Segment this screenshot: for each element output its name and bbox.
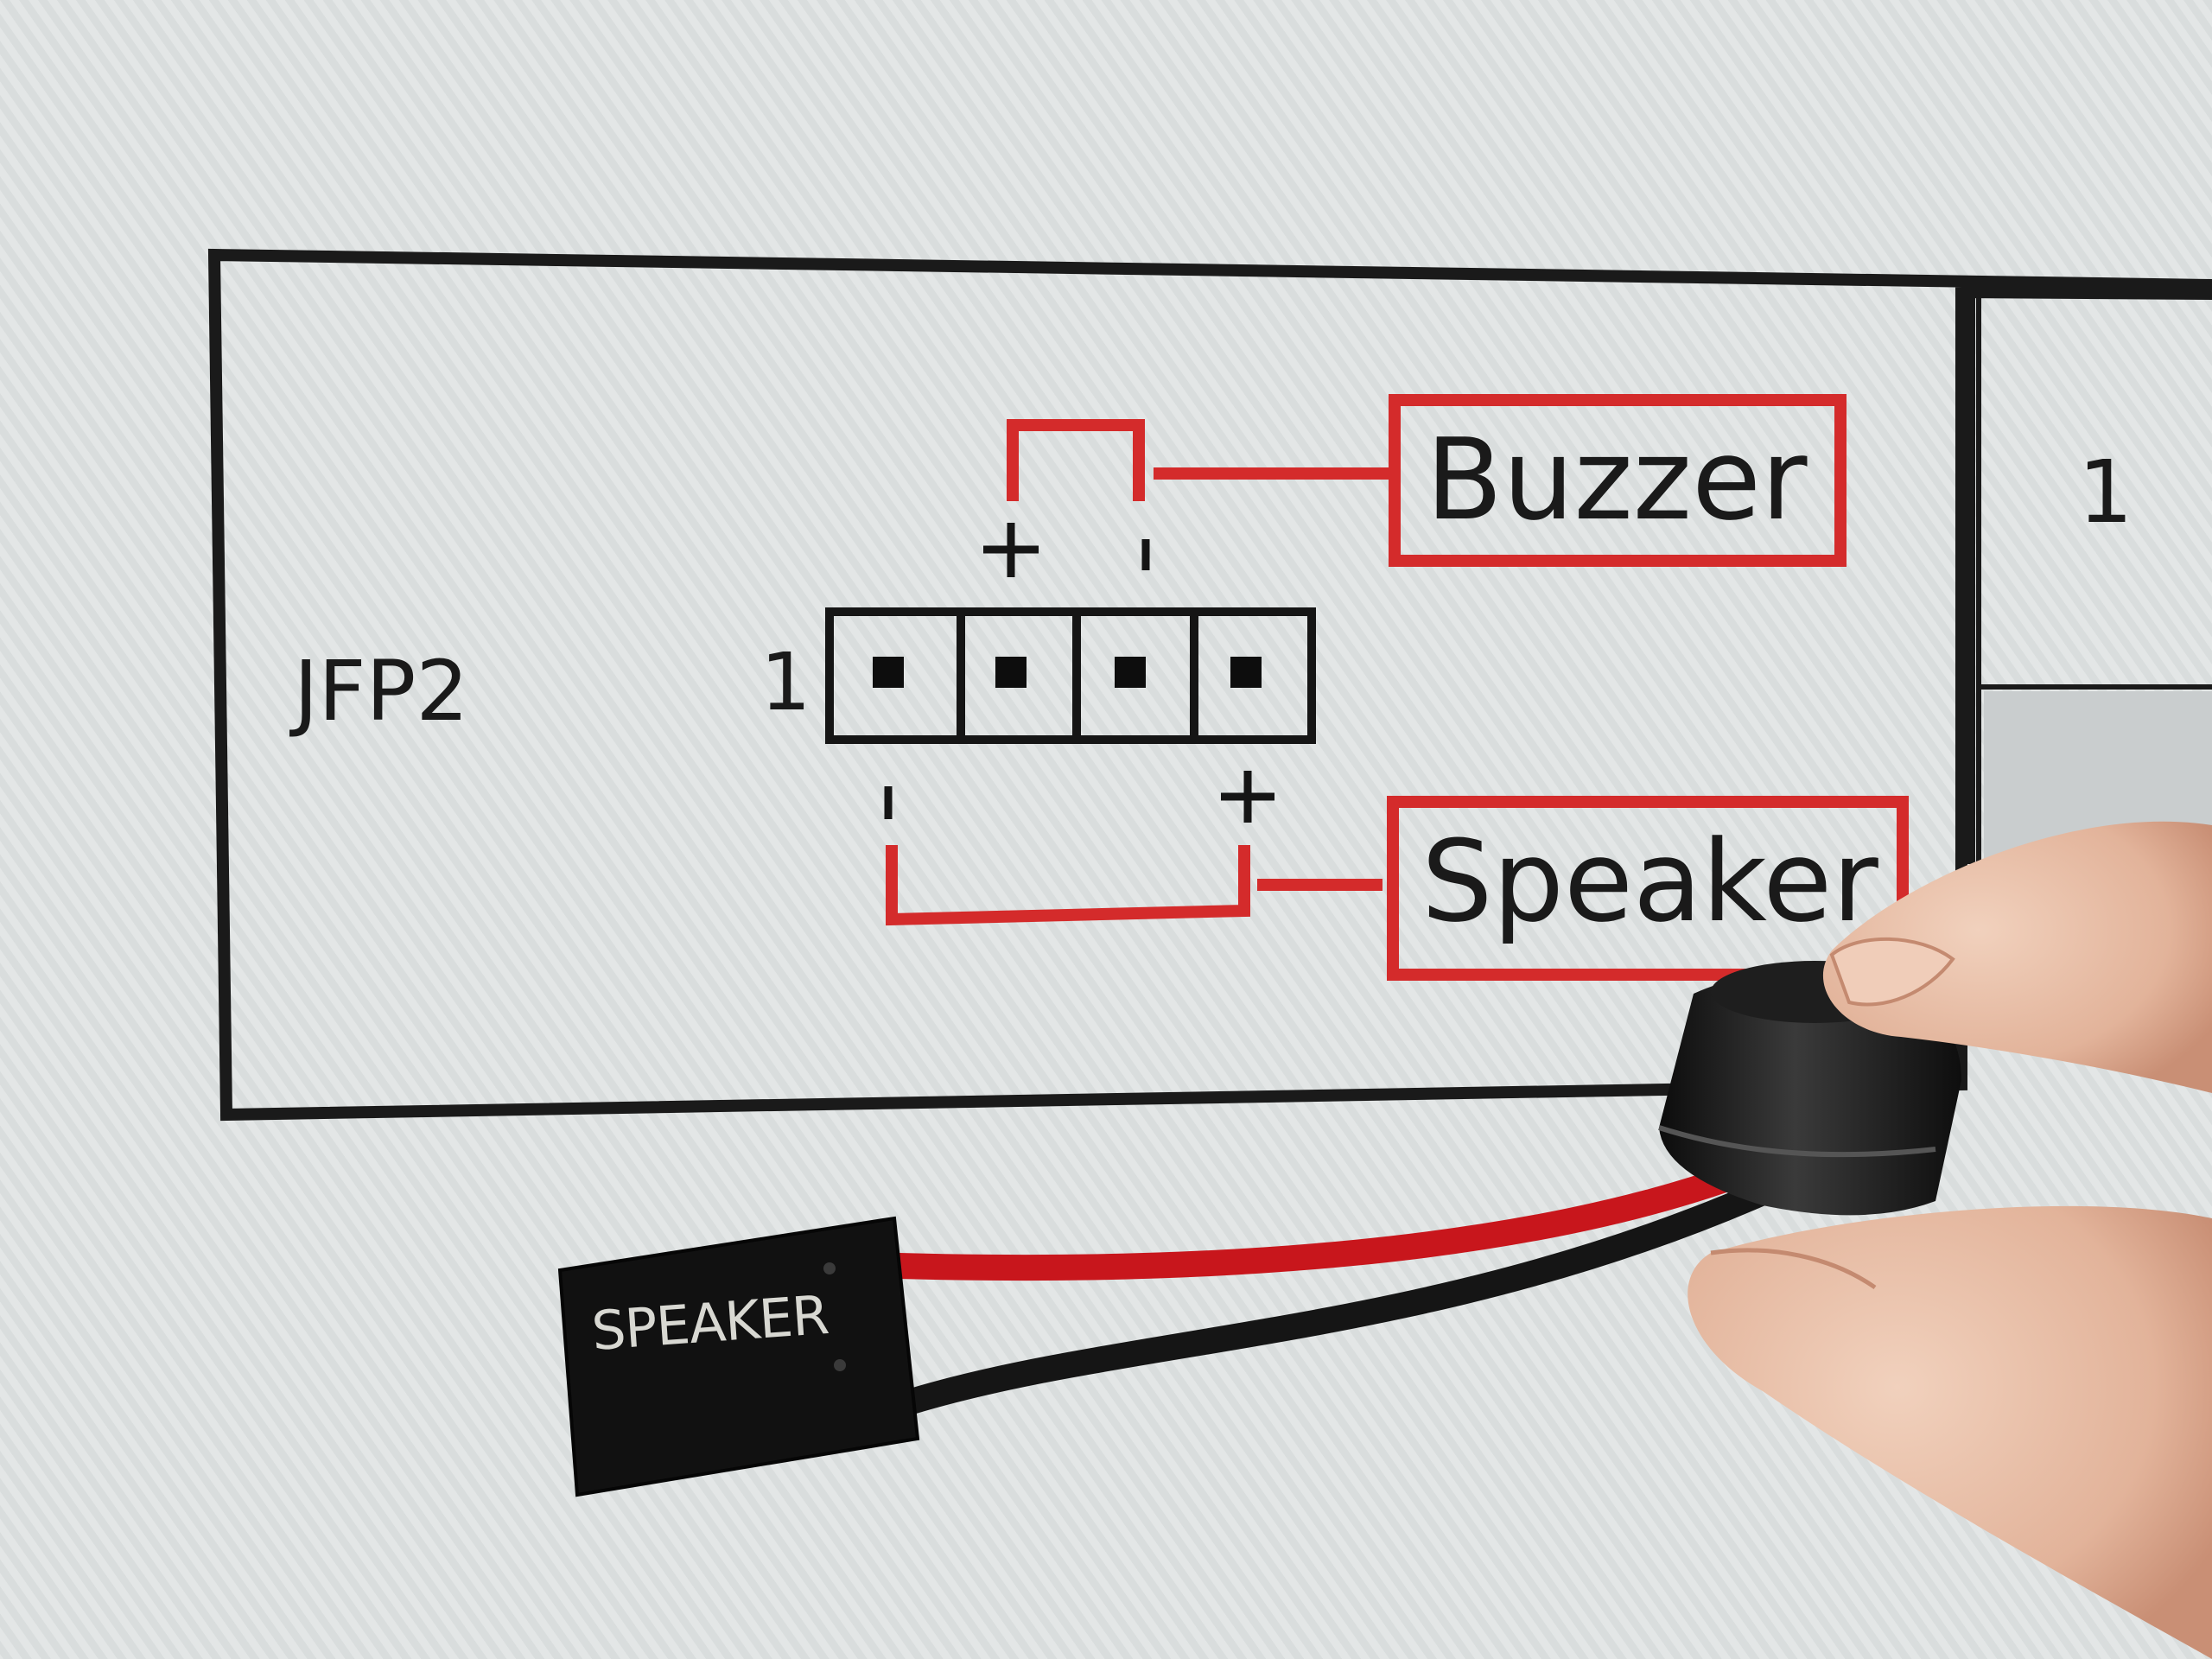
- speaker-plug: [557, 1216, 920, 1497]
- buzzer-callout: [1007, 394, 1847, 567]
- header-name-label: JFP2: [294, 643, 469, 740]
- black-wire: [890, 1179, 1776, 1417]
- plug-pin-mark: [823, 1262, 836, 1274]
- table-row-number: 1: [2078, 442, 2133, 543]
- pin-dots: [873, 657, 1262, 688]
- speaker-callout: [886, 796, 1909, 981]
- finger-nail: [1829, 937, 1955, 1007]
- diagram-frame: [207, 248, 2212, 1122]
- speaker-polarity-marks: [884, 771, 1274, 823]
- thumb-edge: [1710, 1248, 1877, 1290]
- index-finger: [1822, 821, 2212, 1093]
- plug-pin-mark-2: [834, 1359, 846, 1371]
- buzzer-polarity-marks: [983, 523, 1150, 577]
- red-wire: [886, 1162, 1750, 1281]
- buzzer-label: Buzzer: [1426, 414, 1808, 545]
- pin-one-marker: 1: [760, 636, 811, 728]
- speaker-label: Speaker: [1421, 816, 1878, 947]
- thumb: [1688, 1205, 2212, 1659]
- holding-hand: [1688, 821, 2212, 1659]
- pin-header: [825, 607, 1316, 744]
- plug-label: SPEAKER: [589, 1282, 831, 1363]
